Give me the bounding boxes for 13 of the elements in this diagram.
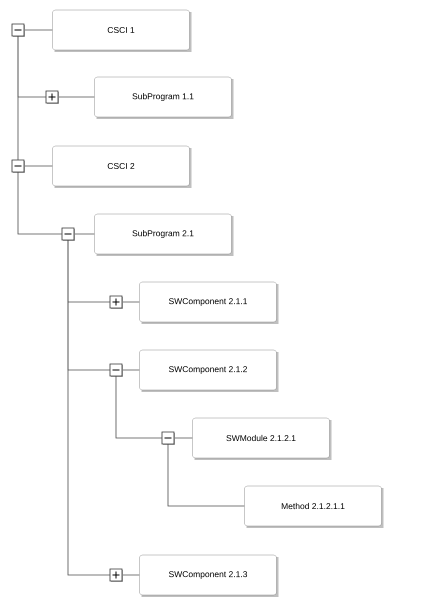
tree-line xyxy=(68,240,110,576)
tree-item-box: SWComponent 2.1.1 xyxy=(139,282,278,324)
tree-item-box: SWModule 2.1.2.1 xyxy=(192,418,332,460)
tree-item-box: SWComponent 2.1.2 xyxy=(139,350,278,392)
tree-line xyxy=(18,172,62,234)
tree-line xyxy=(116,376,162,438)
tree-item-box: SWComponent 2.1.3 xyxy=(139,554,278,597)
tree-item-box: SubProgram 2.1 xyxy=(94,214,234,256)
tree-item-box: SubProgram 1.1 xyxy=(94,76,234,119)
tree-item-box: Method 2.1.2.1.1 xyxy=(244,486,384,528)
tree-item-box: CSCI 1 xyxy=(52,10,192,52)
tree-line xyxy=(168,444,245,506)
tree-item-box: CSCI 2 xyxy=(52,146,192,188)
